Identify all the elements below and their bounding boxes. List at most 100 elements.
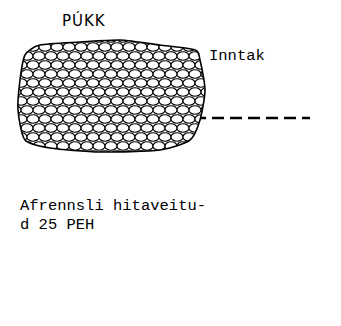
stone: [171, 115, 183, 124]
stone: [99, 79, 111, 88]
stone: [33, 106, 45, 115]
stone: [27, 79, 39, 88]
stone: [159, 61, 171, 70]
stone: [153, 34, 165, 43]
stone: [75, 79, 87, 88]
stone: [153, 70, 165, 79]
stone: [93, 106, 105, 115]
stone: [159, 151, 171, 160]
stone: [159, 79, 171, 88]
stone: [63, 151, 75, 160]
stone: [189, 34, 201, 43]
stone: [39, 133, 51, 142]
stone: [153, 52, 165, 61]
stone: [21, 88, 33, 97]
stone: [189, 70, 201, 79]
stone: [15, 97, 27, 106]
stone: [177, 34, 189, 43]
stone: [69, 70, 81, 79]
stone: [165, 88, 177, 97]
stone: [159, 97, 171, 106]
stone: [105, 106, 117, 115]
gravel-outline: [18, 40, 205, 152]
stone: [117, 52, 129, 61]
stone: [177, 70, 189, 79]
gravel-stones: [15, 34, 215, 160]
stone: [81, 52, 93, 61]
stone: [15, 52, 21, 61]
stone: [129, 124, 141, 133]
stone: [129, 52, 141, 61]
stone: [183, 97, 195, 106]
stone: [87, 97, 99, 106]
stone: [45, 70, 57, 79]
stone: [141, 52, 153, 61]
stone: [15, 115, 27, 124]
stone: [195, 151, 207, 160]
stone: [129, 106, 141, 115]
stone: [39, 115, 51, 124]
stone: [135, 79, 147, 88]
stone: [45, 34, 57, 43]
stone: [147, 133, 159, 142]
stone: [183, 61, 195, 70]
stone: [75, 43, 87, 52]
stone: [15, 142, 21, 151]
stone: [153, 124, 165, 133]
stone: [135, 97, 147, 106]
stone: [57, 106, 69, 115]
stone: [105, 70, 117, 79]
stone: [63, 79, 75, 88]
stone: [33, 52, 45, 61]
stone: [123, 133, 135, 142]
stone: [135, 43, 147, 52]
stone: [87, 61, 99, 70]
stone: [177, 52, 189, 61]
stone: [69, 124, 81, 133]
stone: [69, 142, 81, 151]
stone: [57, 70, 69, 79]
stone: [201, 124, 213, 133]
stone: [171, 133, 183, 142]
stone: [27, 133, 39, 142]
stone: [213, 142, 215, 151]
stone: [117, 70, 129, 79]
stone: [147, 115, 159, 124]
stone: [147, 97, 159, 106]
stone: [45, 106, 57, 115]
stone: [57, 34, 69, 43]
stone: [51, 97, 63, 106]
stone: [27, 61, 39, 70]
stone: [87, 115, 99, 124]
stone: [213, 106, 215, 115]
stone: [129, 142, 141, 151]
stone: [153, 88, 165, 97]
stone: [111, 115, 123, 124]
stone: [105, 124, 117, 133]
stone: [141, 70, 153, 79]
stone: [45, 52, 57, 61]
stone: [39, 61, 51, 70]
stone: [141, 124, 153, 133]
stone: [75, 97, 87, 106]
stone: [33, 88, 45, 97]
stone: [213, 88, 215, 97]
stone: [201, 34, 213, 43]
stone: [207, 133, 215, 142]
stone: [201, 88, 213, 97]
stone: [63, 133, 75, 142]
stone: [135, 61, 147, 70]
stone: [177, 124, 189, 133]
stone: [111, 79, 123, 88]
stone: [207, 151, 215, 160]
stone: [207, 97, 215, 106]
stone: [21, 70, 33, 79]
stone: [183, 151, 195, 160]
stone: [27, 97, 39, 106]
stone: [69, 106, 81, 115]
stone: [39, 151, 51, 160]
stone: [93, 142, 105, 151]
stone: [141, 34, 153, 43]
stone: [123, 43, 135, 52]
